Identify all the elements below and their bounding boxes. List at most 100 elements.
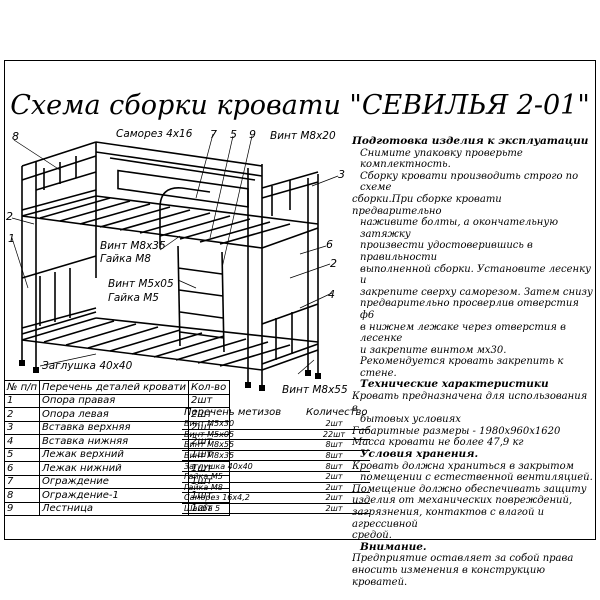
heading-storage: Условия хранения. <box>360 448 479 461</box>
callout-7: 7 <box>210 128 217 141</box>
heading-preparation: Подготовка изделия к эксплуатации <box>352 135 589 147</box>
table-cell: Шайба 5 <box>182 503 298 515</box>
note-line: Габаритные размеры - 1980x960x1620 <box>352 425 561 437</box>
table-cell: 7 <box>3 474 41 489</box>
label-nut-m8: Гайка М8 <box>100 253 151 265</box>
table-cell: Ограждение-1 <box>39 488 189 503</box>
callout-4: 4 <box>328 288 335 301</box>
note-line: Снимите упаковку проверьте комплектность… <box>360 147 523 171</box>
note-line: Кровать предназначена для использования … <box>352 391 588 414</box>
note-line: наживите болты, а окончательную затяжку <box>360 217 558 240</box>
note-line: произвести удостоверившись в правильност… <box>360 240 533 263</box>
note-line: предварительно просверлив отверстия ф6 <box>360 298 579 321</box>
table-cell: Вставка верхняя <box>39 420 189 435</box>
bed-assembly-diagram <box>11 133 339 391</box>
callout-2-upper: 2 <box>6 210 13 223</box>
note-line: средой. <box>352 530 392 542</box>
table-cell: 3 <box>3 420 41 435</box>
callout-8: 8 <box>12 130 19 143</box>
table-cell: Лежак нижний <box>39 461 189 476</box>
table-cell: 2шт <box>298 471 370 483</box>
table-header-row: № п/п Перечень деталей кровати Кол-во <box>3 380 230 395</box>
note-line: Масса кровати не более 47,9 кг <box>352 437 524 449</box>
table-cell: 2шт <box>298 482 370 494</box>
table-cell: Гайка М8 <box>182 482 298 494</box>
note-line: загрязнения, контактов с влагой и агресс… <box>352 507 545 530</box>
callout-1: 1 <box>8 232 15 245</box>
column-header: Количество <box>306 406 368 418</box>
label-bolt-m8x35: Винт М8x35 <box>100 240 166 252</box>
table-cell: 4 <box>3 434 41 449</box>
note-line: помещении с естественной вентиляцией. <box>360 472 593 484</box>
heading-attention: Внимание. <box>360 540 427 553</box>
table-cell: 5 <box>3 447 41 462</box>
column-header: Кол-во <box>187 380 230 395</box>
table-cell: 2шт <box>298 419 370 430</box>
column-header: № п/п <box>3 380 41 395</box>
note-line: Рекомендуется кровать закрепить к стене. <box>360 356 564 379</box>
table-cell: 8шт <box>298 439 370 451</box>
page-title: Схема сборки кровати "СЕВИЛЬЯ 2-01" <box>10 90 590 121</box>
callout-2-lower: 2 <box>330 257 337 270</box>
table-cell: 8 <box>3 488 41 503</box>
table-cell: 1 <box>3 393 41 408</box>
note-line: закрепите сверху саморезом. Затем снизу <box>360 286 593 298</box>
table-cell: Опора правая <box>39 393 189 408</box>
note-line: в нижнем лежаке через отверстия в лесенк… <box>360 321 566 345</box>
callout-5: 5 <box>230 128 237 141</box>
table-cell: 8шт <box>298 450 370 462</box>
table-cell: Опора левая <box>39 407 189 422</box>
drawing-frame <box>4 60 596 540</box>
callout-3: 3 <box>338 168 345 181</box>
table-cell: Винт М5x05 <box>182 429 298 441</box>
table-cell: Лежак верхний <box>39 447 189 462</box>
table-cell: Саморез 16x4,2 <box>182 492 298 504</box>
label-end-cap-40x40: Заглушка 40x40 <box>42 360 133 372</box>
note-line: вносить изменения в конструкцию кроватей… <box>352 564 546 588</box>
column-header: Перечень деталей кровати <box>39 380 189 395</box>
table-cell: 2шт <box>298 503 370 515</box>
callout-9: 9 <box>249 128 256 141</box>
label-bolt-m5x05: Винт М5x05 <box>108 278 174 290</box>
note-line: Предприятие оставляет за собой права <box>352 553 574 565</box>
note-line: бытовых условиях <box>360 414 461 426</box>
table-cell: Вставка нижняя <box>39 434 189 449</box>
table-cell: 2шт <box>298 492 370 504</box>
note-line: Сборку кровати производить строго по схе… <box>360 170 579 194</box>
table-header-row: Перечень метизов Количество <box>182 405 370 419</box>
table-cell: Винт М8x35 <box>182 450 298 462</box>
callout-6: 6 <box>326 238 333 251</box>
label-screw-4x16: Саморез 4x16 <box>116 128 193 140</box>
table-cell: 8шт <box>298 460 370 472</box>
heading-specs: Технические характеристики <box>360 378 549 391</box>
table-cell: Ограждение <box>39 474 189 489</box>
table-cell: 9 <box>3 501 41 516</box>
instructions-text: Подготовка изделия к эксплуатации Снимит… <box>352 135 594 588</box>
table-cell: Лестница <box>39 501 189 516</box>
table-cell: 2шт <box>187 393 230 408</box>
table-cell: Гайка М5 <box>182 471 298 483</box>
note-line: выполненной сборки. Установите лесенку и <box>360 263 591 287</box>
note-line: Кровать должна храниться в закрытом <box>352 460 574 472</box>
label-bolt-m8x20: Винт М8x20 <box>270 130 336 142</box>
label-nut-m5: Гайка М5 <box>108 292 159 304</box>
column-header: Перечень метизов <box>184 406 282 418</box>
table-cell: Заглушка 40x40 <box>182 460 298 472</box>
note-line: сборки.При сборке кровати предварительно <box>352 193 502 217</box>
table-cell: 2 <box>3 407 41 422</box>
note-line: и закрепите винтом мх30. <box>360 344 507 356</box>
table-cell: 6 <box>3 461 41 476</box>
table-cell: Винт М8x55 <box>182 439 298 451</box>
note-line: изделия от механических повреждений, <box>352 495 573 507</box>
label-bolt-m8x55: Винт М8x55 <box>282 384 348 396</box>
